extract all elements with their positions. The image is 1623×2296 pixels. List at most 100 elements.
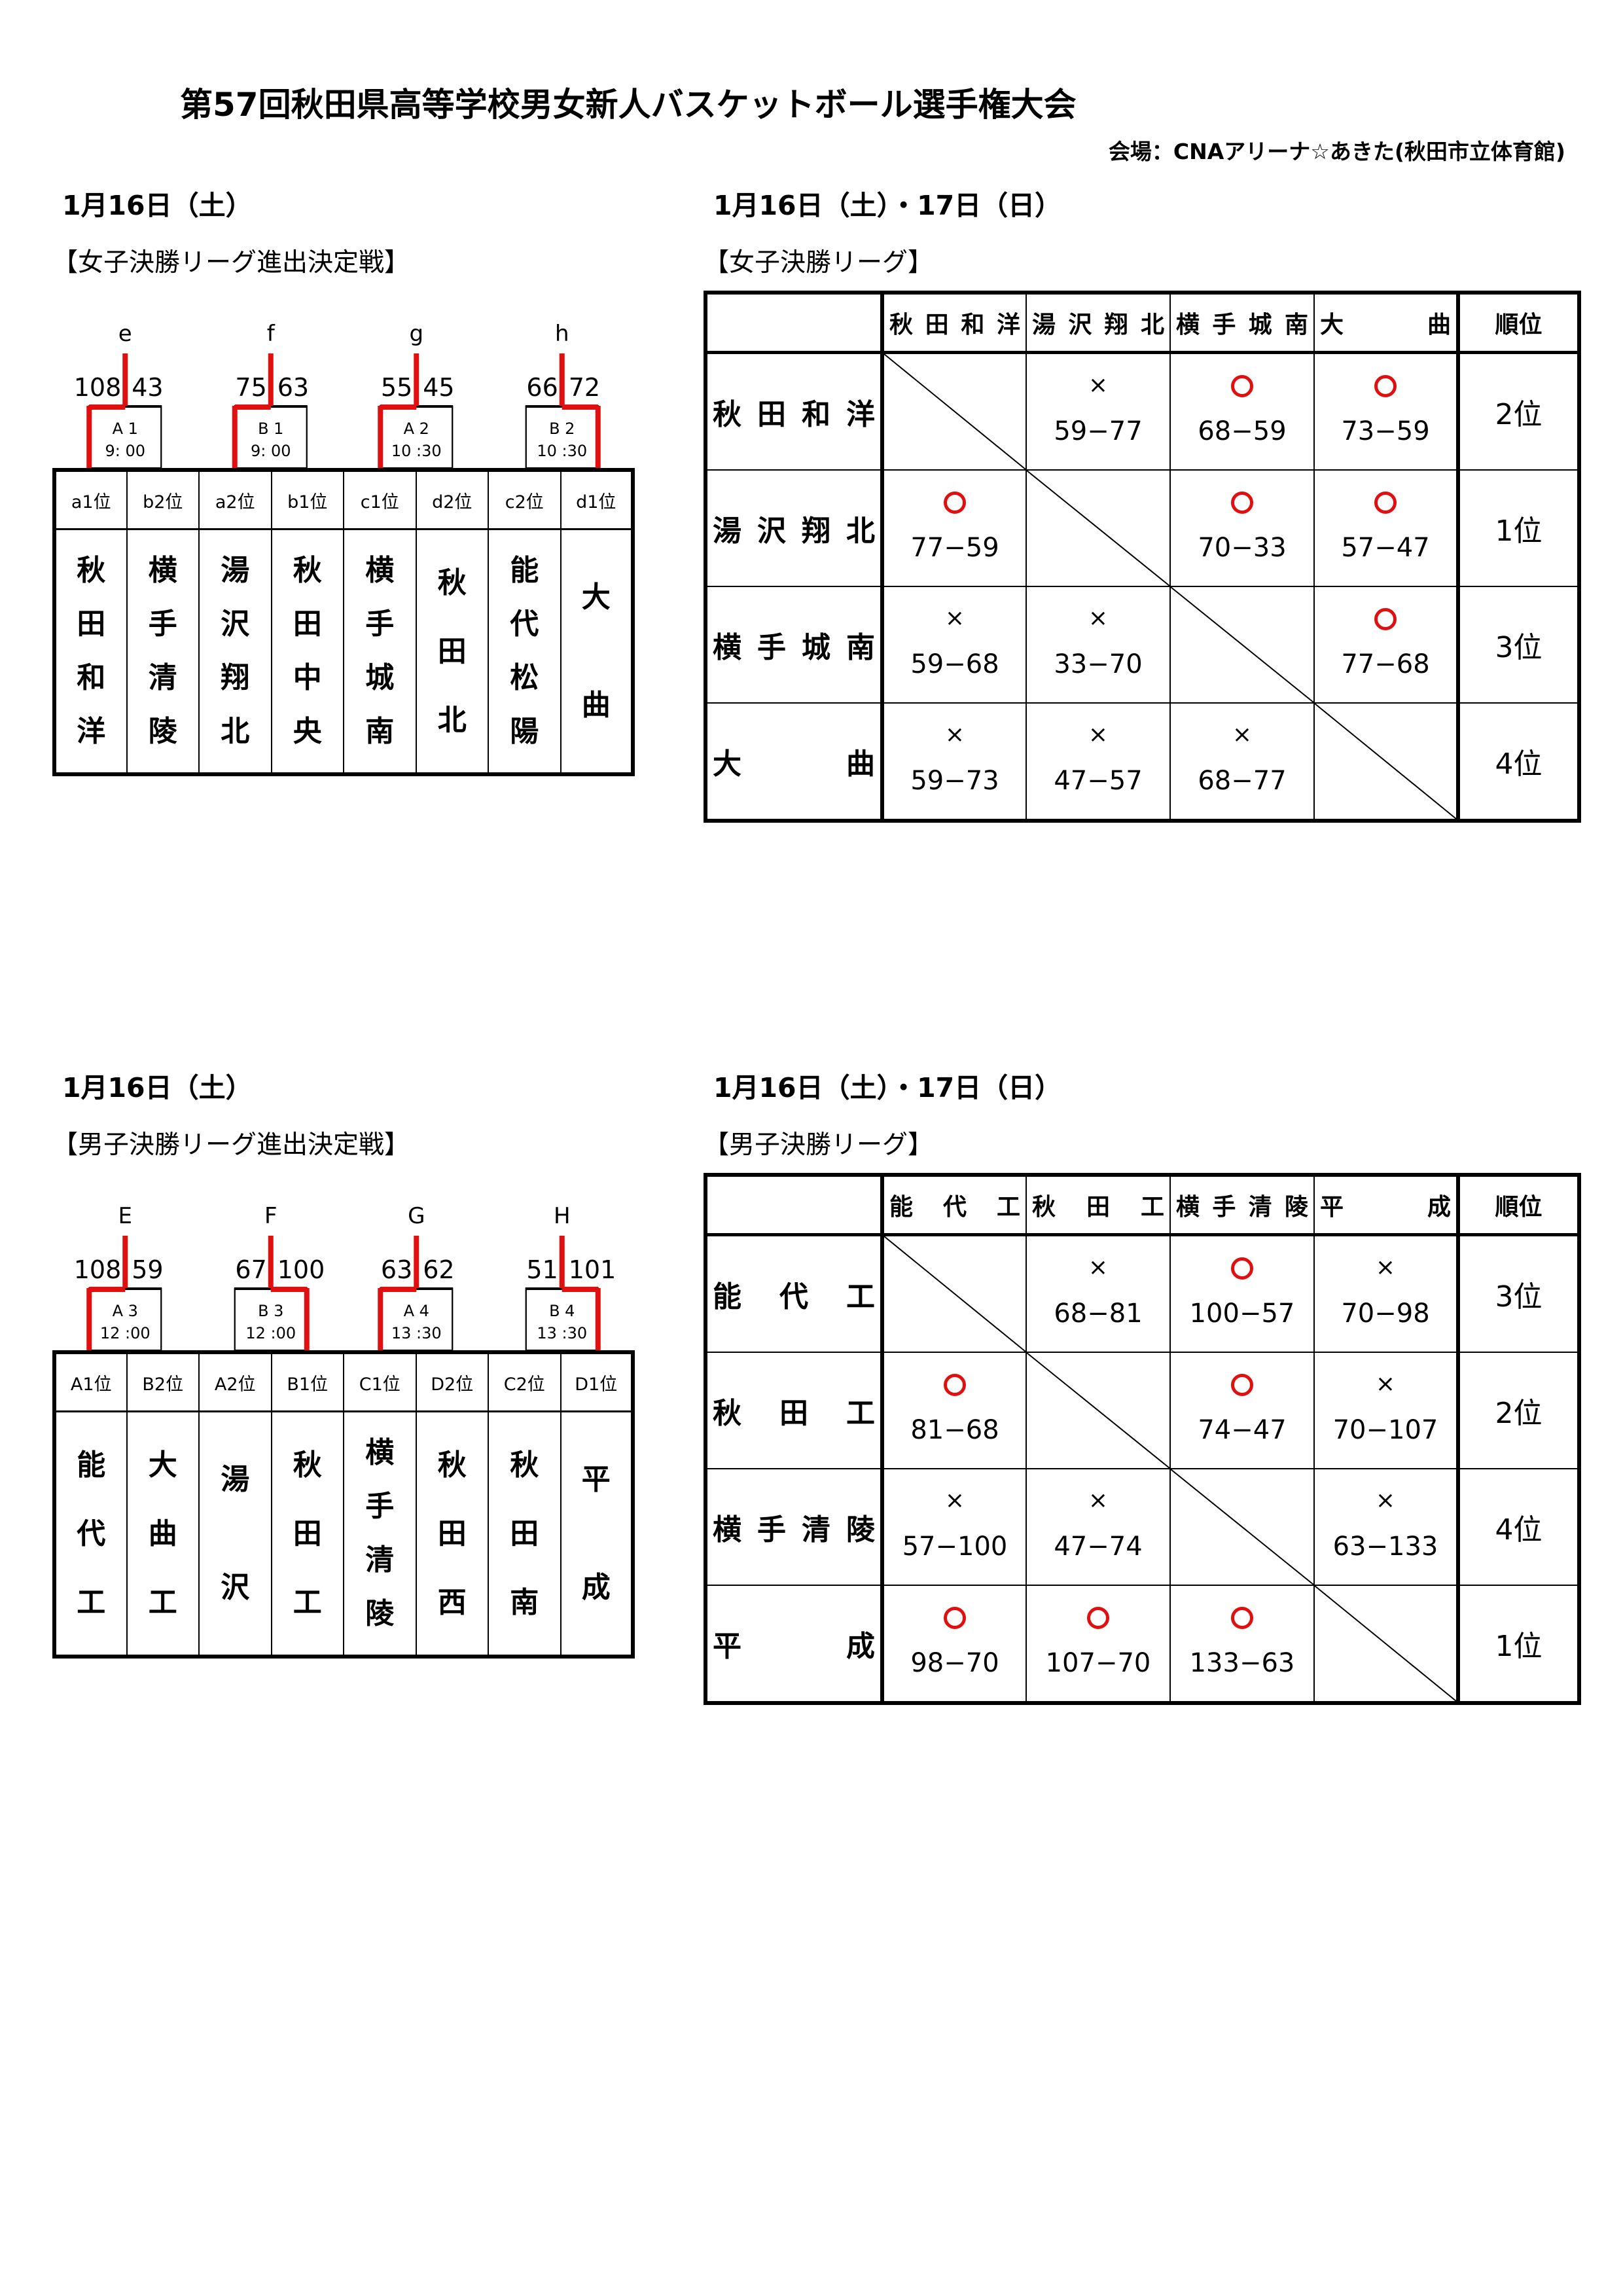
men-team-name-char: 田 bbox=[437, 1516, 467, 1551]
women-team-name-char: 田 bbox=[437, 634, 467, 668]
men-team-name-char: 代 bbox=[77, 1516, 106, 1551]
men-league-result-cell: 107−70 bbox=[1026, 1585, 1171, 1704]
men-game-label: F bbox=[264, 1203, 277, 1229]
women-league-result-cell: 57−47 bbox=[1313, 469, 1459, 587]
men-league-diagonal bbox=[884, 1236, 1026, 1352]
men-league-result-cell: ×57−100 bbox=[882, 1468, 1027, 1586]
men-team-name: 湯沢 bbox=[198, 1410, 272, 1657]
men-team-name: 秋田西 bbox=[415, 1410, 489, 1657]
men-score-left: 63 bbox=[380, 1255, 413, 1284]
women-team-name-char: 陽 bbox=[510, 715, 539, 748]
women-team-name: 能代松陽 bbox=[488, 528, 562, 775]
men-league-row-name: 秋 田 工 bbox=[705, 1352, 884, 1469]
women-league-diagonal bbox=[884, 354, 1026, 469]
women-team-name-char: 横 bbox=[365, 554, 395, 587]
men-league-score: 133−63 bbox=[1189, 1648, 1295, 1678]
men-court: A 3 bbox=[112, 1302, 138, 1320]
men-league-title: 【男子決勝リーグ】 bbox=[704, 1130, 934, 1160]
men-team-name-char: 南 bbox=[510, 1585, 539, 1619]
men-team-name-char: 田 bbox=[510, 1516, 539, 1551]
women-time: 10 :30 bbox=[537, 442, 588, 460]
men-league-col-header: 横手清陵 bbox=[1169, 1174, 1315, 1236]
men-win-mark bbox=[1171, 1586, 1313, 1643]
venue: 会場：CNAアリーナ☆あきた(秋田市立体育館) bbox=[1108, 139, 1565, 164]
men-league-result-cell: 98−70 bbox=[882, 1585, 1027, 1704]
women-team-name-char: 秋 bbox=[77, 554, 106, 587]
men-loss-mark: × bbox=[1375, 1371, 1396, 1397]
men-team-name-char: 田 bbox=[293, 1516, 322, 1551]
men-loss-mark: × bbox=[1375, 1254, 1396, 1281]
women-team-name-char: 大 bbox=[581, 581, 611, 614]
women-team-name-char: 代 bbox=[510, 607, 539, 641]
men-bracket-lines bbox=[86, 1236, 601, 1351]
men-team-position: A1位 bbox=[54, 1352, 128, 1412]
women-league-score: 59−73 bbox=[910, 766, 999, 796]
circle-icon bbox=[1374, 375, 1397, 397]
women-court: B 1 bbox=[258, 420, 284, 438]
women-team-name-char: 陵 bbox=[148, 715, 177, 748]
men-league-self-cell bbox=[1313, 1585, 1459, 1704]
circle-icon bbox=[1231, 1374, 1253, 1396]
men-team-name-char: 工 bbox=[148, 1585, 177, 1619]
women-game-label: e bbox=[118, 321, 132, 347]
women-game-info: B 1 9: 00 bbox=[232, 418, 310, 462]
women-win-mark bbox=[1315, 587, 1456, 645]
women-loss-mark: × bbox=[1088, 721, 1109, 748]
women-league-score: 33−70 bbox=[1054, 649, 1143, 679]
women-game-label: f bbox=[266, 321, 275, 347]
women-team-name-char: 曲 bbox=[581, 689, 611, 722]
women-league-rank: 3位 bbox=[1456, 586, 1580, 704]
men-league-score: 107−70 bbox=[1045, 1648, 1151, 1678]
men-league-result-cell: 74−47 bbox=[1169, 1352, 1315, 1469]
men-league-rank: 1位 bbox=[1456, 1585, 1580, 1704]
women-game-label: g bbox=[409, 321, 424, 347]
women-team-name-char: 城 bbox=[365, 661, 395, 694]
women-loss-mark: × bbox=[944, 605, 965, 632]
women-time: 9: 00 bbox=[105, 442, 146, 460]
women-league-title: 【女子決勝リーグ】 bbox=[704, 248, 934, 278]
men-score-right: 59 bbox=[132, 1255, 164, 1284]
men-league-result-cell: 81−68 bbox=[882, 1352, 1027, 1469]
women-league-result-cell: 77−68 bbox=[1313, 586, 1459, 704]
men-team-position: B2位 bbox=[126, 1352, 200, 1412]
men-league-col-header: 能 代 工 bbox=[882, 1174, 1027, 1236]
men-team-name-char: 手 bbox=[365, 1490, 395, 1523]
men-league-score: 57−100 bbox=[902, 1532, 1008, 1562]
circle-icon bbox=[1087, 1607, 1109, 1629]
women-league-result-cell: ×33−70 bbox=[1026, 586, 1171, 704]
men-team-name-char: 工 bbox=[77, 1585, 106, 1619]
men-score-left: 67 bbox=[235, 1255, 267, 1284]
women-league-date: 1月16日（土）・17日（日） bbox=[713, 190, 1062, 221]
men-game-label: E bbox=[118, 1203, 132, 1229]
men-team-position: B1位 bbox=[270, 1352, 344, 1412]
women-team-name-char: 北 bbox=[221, 715, 250, 748]
men-court: A 4 bbox=[403, 1302, 429, 1320]
men-team-name: 大曲工 bbox=[126, 1410, 200, 1657]
men-league-score: 68−81 bbox=[1054, 1299, 1143, 1329]
men-rank-header: 順位 bbox=[1456, 1174, 1580, 1236]
women-team-name-char: 北 bbox=[437, 703, 467, 737]
women-score-left: 75 bbox=[235, 373, 267, 402]
men-time: 12 :00 bbox=[99, 1324, 151, 1342]
women-score-right: 72 bbox=[568, 373, 601, 402]
women-league-score: 77−59 bbox=[910, 533, 999, 563]
women-court: B 2 bbox=[549, 420, 575, 438]
women-team-name-char: 和 bbox=[77, 661, 106, 694]
women-score-left: 66 bbox=[526, 373, 558, 402]
men-time: 12 :00 bbox=[245, 1324, 296, 1342]
women-team-name-char: 手 bbox=[365, 607, 395, 641]
women-team-position: a1位 bbox=[54, 469, 128, 530]
women-team-name-char: 湯 bbox=[221, 554, 250, 587]
men-league-col-header: 秋 田 工 bbox=[1026, 1174, 1171, 1236]
men-league-score: 47−74 bbox=[1054, 1532, 1143, 1562]
women-time: 9: 00 bbox=[250, 442, 291, 460]
women-team-name-char: 横 bbox=[148, 554, 177, 587]
women-loss-mark: × bbox=[944, 721, 965, 748]
women-league-result-cell: 77−59 bbox=[882, 469, 1027, 587]
